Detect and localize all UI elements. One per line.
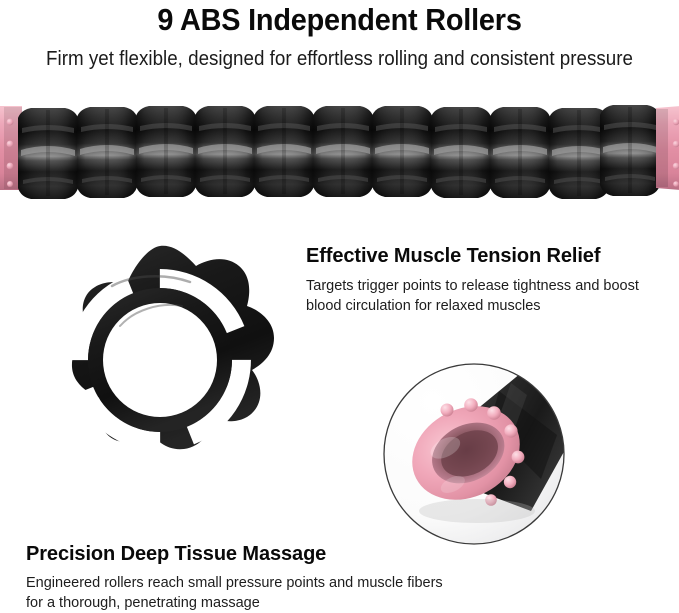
abs-roller-ring-graphic [69,245,274,451]
abs-roller-ring-image [12,240,308,526]
pink-end-cap [412,406,520,500]
feature-body-line: for a thorough, penetrating massage [26,595,260,611]
feature-heading: Effective Muscle Tension Relief [306,245,601,267]
gear-highlight [110,274,192,288]
hero-roller-image [0,100,679,210]
page-subtitle: Firm yet flexible, designed for effortle… [46,48,633,70]
feature-body: Targets trigger points to release tightn… [306,276,679,316]
roller-segment [600,105,660,196]
pink-end-cap-closeup-graphic [383,363,565,545]
feature-precision-deep-tissue-massage: Precision Deep Tissue Massage Engineered… [26,541,526,613]
feature-body-line: Engineered rollers reach small pressure … [26,575,443,591]
gear-inner-highlight [119,304,183,327]
cap-bumps [440,398,525,506]
roller-segment [254,106,314,197]
inset-frame-circle [383,363,565,545]
gear-ring-windows [69,269,251,451]
feature-effective-muscle-tension-relief: Effective Muscle Tension Relief Targets … [306,243,679,316]
roller-segment [77,107,137,198]
inset-shadow [419,499,535,523]
page-title: 9 ABS Independent Rollers [157,2,522,37]
roller-segment [372,106,432,197]
roller-end-cap-right [656,106,679,190]
roller-segment [490,107,550,198]
gear-center-hole [103,303,217,417]
massage-roller-stick-graphic [0,105,679,199]
roller-end-cap-left [0,106,22,190]
roller-segment [431,107,491,198]
roller-segment [195,106,255,197]
pink-end-cap-closeup-image [381,361,567,547]
feature-body: Engineered rollers reach small pressure … [26,573,526,613]
feature-heading: Precision Deep Tissue Massage [26,543,327,565]
feature-body-line: Targets trigger points to release tightn… [306,278,639,294]
feature-body-line: blood circulation for relaxed muscles [306,298,541,314]
roller-segment [313,106,373,197]
roller-segment [18,108,78,199]
roller-segment [136,106,196,197]
